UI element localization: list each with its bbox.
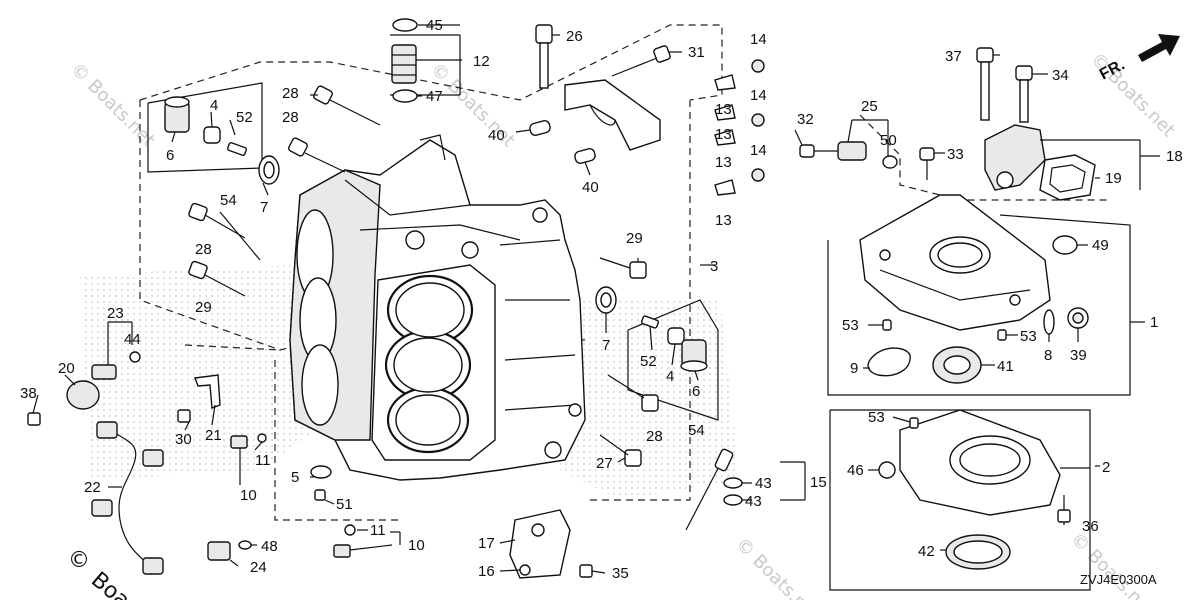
callout: 51 xyxy=(336,496,353,513)
callout: 11 xyxy=(255,452,271,469)
callout: 7 xyxy=(602,337,610,354)
callout: 24 xyxy=(250,559,267,576)
callout: 42 xyxy=(918,543,935,560)
callout: 37 xyxy=(945,48,962,65)
watermark-text: © Boats.net xyxy=(1066,529,1158,600)
callout: 30 xyxy=(175,431,192,448)
callout: 28 xyxy=(646,428,663,445)
callout: 16 xyxy=(478,563,495,580)
callout: 46 xyxy=(847,462,864,479)
callout: 6 xyxy=(692,383,700,400)
bearing-cap xyxy=(564,79,661,151)
callout: 39 xyxy=(1070,347,1087,364)
callout: 10 xyxy=(408,537,425,554)
callout: 13 xyxy=(715,126,732,143)
callout: 43 xyxy=(755,475,772,492)
bolt-28 xyxy=(313,85,381,126)
callout: 3 xyxy=(710,258,718,275)
callout: 28 xyxy=(282,109,299,126)
cylinder-block xyxy=(289,134,586,481)
callout: 47 xyxy=(426,88,443,105)
front-arrow-icon xyxy=(1138,34,1180,62)
callout: 27 xyxy=(596,455,613,472)
diagram-code: ZVJ4E0300A xyxy=(1080,572,1157,587)
callout: 48 xyxy=(261,538,278,555)
bracket-17 xyxy=(509,509,571,579)
callout: 33 xyxy=(947,146,964,163)
oring-47 xyxy=(392,89,418,103)
callout: 54 xyxy=(220,192,237,209)
callout: 8 xyxy=(1044,347,1052,364)
callout: 11 xyxy=(370,522,386,539)
callout: 52 xyxy=(640,353,657,370)
callout: 53 xyxy=(868,409,885,426)
callout: 31 xyxy=(688,44,705,61)
callout: 22 xyxy=(84,479,101,496)
callout: 40 xyxy=(488,127,505,144)
callout: 28 xyxy=(195,241,212,258)
callout: 43 xyxy=(745,493,762,510)
watermark-corner-symbol: © xyxy=(68,548,90,573)
callout: 25 xyxy=(861,98,878,115)
callout: 9 xyxy=(850,360,858,377)
oil-filter-12 xyxy=(391,44,417,84)
callout: 14 xyxy=(750,87,767,104)
callout: 1 xyxy=(1150,314,1158,331)
callout: 36 xyxy=(1082,518,1099,535)
callout: 45 xyxy=(426,17,443,34)
callout: 41 xyxy=(997,358,1014,375)
callout: 28 xyxy=(282,85,299,102)
watermark-text: © Boats.net xyxy=(66,59,158,151)
callout: 52 xyxy=(236,109,253,126)
leader-lines xyxy=(32,24,1160,572)
wire-harness xyxy=(104,424,156,571)
callout: 4 xyxy=(666,368,674,385)
callout: 53 xyxy=(842,317,859,334)
callout: 40 xyxy=(582,179,599,196)
callout: 7 xyxy=(260,199,268,216)
callout: 4 xyxy=(210,97,218,114)
callout: 14 xyxy=(750,142,767,159)
callout: 50 xyxy=(880,132,897,149)
callout: 44 xyxy=(124,331,141,348)
callout: 29 xyxy=(195,299,212,316)
gasket-19 xyxy=(1039,154,1096,201)
callout: 12 xyxy=(473,53,490,70)
callout: 20 xyxy=(58,360,75,377)
oil-control-valve xyxy=(984,124,1046,191)
watermark-corner-text: Boa xyxy=(86,567,134,600)
callout: 49 xyxy=(1092,237,1109,254)
callout: 21 xyxy=(205,427,222,444)
callout: 13 xyxy=(715,101,732,118)
watermark-text: © Boats.net xyxy=(731,534,823,600)
callout: 2 xyxy=(1102,459,1110,476)
callout: 13 xyxy=(715,154,732,171)
callout: 10 xyxy=(240,487,257,504)
callout: 23 xyxy=(107,305,124,322)
callout: 29 xyxy=(626,230,643,247)
callout: 5 xyxy=(291,469,299,486)
callout: 32 xyxy=(797,111,814,128)
oring-45 xyxy=(392,18,418,32)
callout: 35 xyxy=(612,565,629,582)
callout: 34 xyxy=(1052,67,1069,84)
callout: 26 xyxy=(566,28,583,45)
callout: 6 xyxy=(166,147,174,164)
callout: 17 xyxy=(478,535,495,552)
callout-labels: 45 12 47 26 31 14 14 14 13 13 13 13 37 3… xyxy=(20,17,1183,587)
callout: 18 xyxy=(1166,148,1183,165)
callout: 54 xyxy=(688,422,705,439)
callout: 15 xyxy=(810,474,827,491)
callout: 13 xyxy=(715,212,732,229)
watermark-text: © Boats.net xyxy=(1086,49,1178,141)
callout: 14 xyxy=(750,31,767,48)
callout: 53 xyxy=(1020,328,1037,345)
bolt-28 xyxy=(288,137,346,173)
bolt-29 xyxy=(188,260,246,297)
callout: 38 xyxy=(20,385,37,402)
parts xyxy=(27,18,1096,579)
callout: 19 xyxy=(1105,170,1122,187)
